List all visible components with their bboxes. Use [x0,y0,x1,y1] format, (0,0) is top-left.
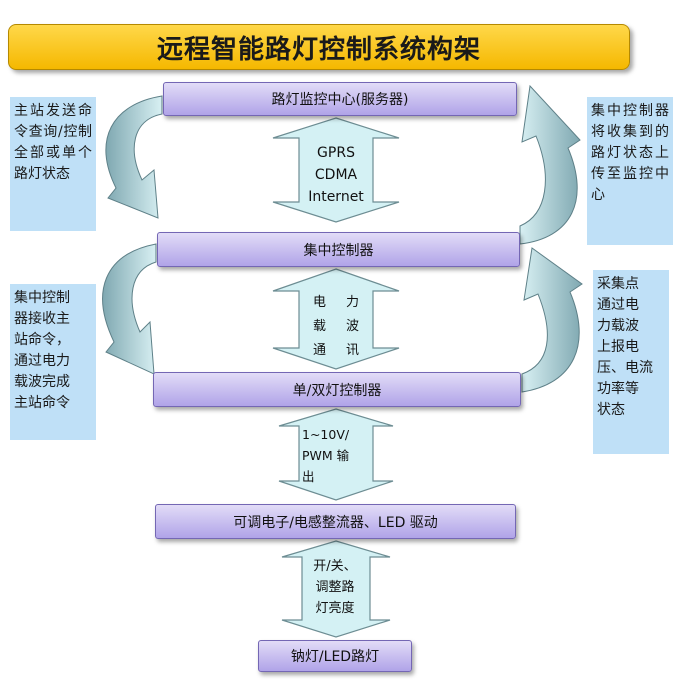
link-label-power-line-carrier: 电 力 载 波 通 讯 [313,291,359,363]
diagram-title: 远程智能路灯控制系统构架 [8,24,630,70]
link-label-line: 出 [302,469,315,484]
link-label-switch-dimming: 开/关、 调整路 灯亮度 [300,556,370,619]
note-concentrator-receive: 集中控制 器接收主 站命令， 通过电力 载波完成 主站命令 [10,284,96,440]
link-label-line: Internet [308,189,364,205]
note-line: 器接收主 [14,311,70,327]
link-label-line: 载 波 [313,319,359,334]
note-line: 采集点 [597,276,639,292]
note-line: 状态 [597,402,625,418]
node-street-lamp: 钠灯/LED路灯 [258,640,412,672]
double-arrow-switch [281,540,391,638]
node-ballast-led-driver: 可调电子/电感整流器、LED 驱动 [155,504,516,539]
link-label-line: 通 讯 [313,343,359,358]
link-label-line: 电 力 [313,295,359,310]
link-label-pwm-output: 1~10V/ PWM 输 出 [296,424,376,487]
link-label-line: 开/关、 [313,559,357,574]
link-label-line: PWM 输 [302,448,350,463]
note-line: 主站命令 [14,395,70,411]
note-line: 通过电力 [14,353,70,369]
note-line: 压、电流 [597,360,653,376]
link-label-line: 1~10V/ [302,427,350,442]
note-line: 上报电 [597,339,639,355]
link-label-line: 灯亮度 [315,601,355,616]
node-single-dual-controller: 单/双灯控制器 [153,372,521,407]
double-arrow-gprs [272,117,400,223]
note-line: 载波完成 [14,374,70,390]
double-arrow-plc [272,268,400,370]
node-monitoring-center: 路灯监控中心(服务器) [163,82,517,116]
link-label-line: CDMA [314,167,358,183]
node-concentrator: 集中控制器 [157,232,520,267]
note-line: 功率等 [597,381,639,397]
note-collection-report: 采集点 通过电 力载波 上报电 压、电流 功率等 状态 [593,270,669,454]
link-label-line: 调整路 [315,580,355,595]
curve-arrow-server-to-concentrator [105,95,163,219]
note-concentrator-upload: 集中控制器将收集到的路灯状态上传至监控中心 [587,97,673,245]
note-line: 站命令， [14,332,70,348]
curve-arrow-single-to-concentrator [521,247,583,393]
curve-arrow-concentrator-to-single [102,243,157,375]
note-master-station-command: 主站发送命令查询/控制全部或单个路灯状态 [10,97,96,231]
note-line: 集中控制 [14,290,70,306]
link-label-gprs: GPRS CDMA Internet [296,142,376,208]
link-label-line: GPRS [317,145,355,161]
curve-arrow-concentrator-to-server [519,84,581,245]
double-arrow-pwm [278,408,394,501]
note-line: 通过电 [597,297,639,313]
note-line: 力载波 [597,318,639,334]
